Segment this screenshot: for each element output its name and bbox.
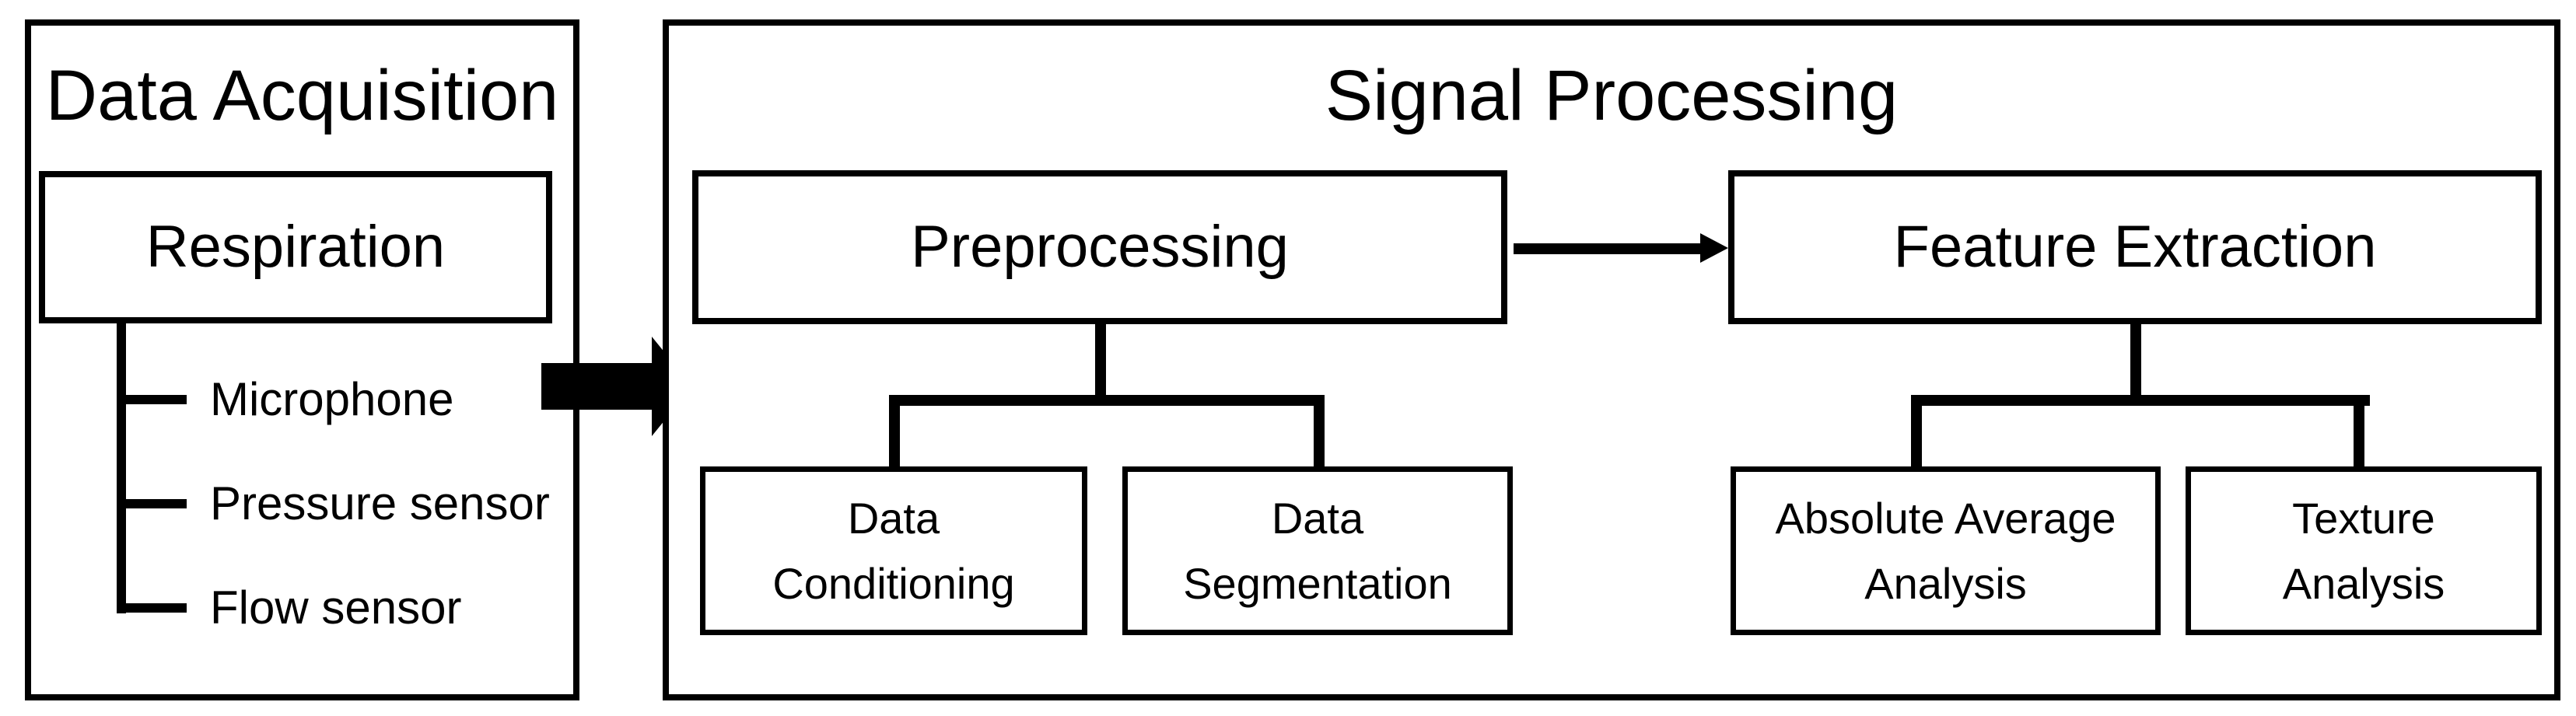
preprocessing-branch-drop-left <box>889 404 900 468</box>
feature-extraction-branch-stub <box>2130 323 2141 396</box>
data-segmentation-box: Data Segmentation <box>1122 466 1513 635</box>
data-conditioning-box: Data Conditioning <box>700 466 1087 635</box>
data-segmentation-label: Data Segmentation <box>1183 493 1452 608</box>
feature-extraction-branch-drop-right <box>2354 404 2364 468</box>
texture-analysis-label: Texture Analysis <box>2282 493 2445 608</box>
thin-right-arrow-icon <box>1514 243 1703 254</box>
texture-analysis-box: Texture Analysis <box>2186 466 2542 635</box>
preprocessing-branch-stub <box>1095 323 1106 396</box>
feature-extraction-branch-drop-left <box>1911 404 1922 468</box>
absolute-average-analysis-label: Absolute Average Analysis <box>1775 493 2116 608</box>
sensor-tree-tick <box>117 499 187 508</box>
data-acquisition-panel: Data Acquisition Respiration Microphone … <box>25 19 579 700</box>
feature-extraction-branch-bar <box>1911 395 2370 406</box>
absolute-average-analysis-box: Absolute Average Analysis <box>1731 466 2161 635</box>
sensor-tree-line <box>117 323 126 613</box>
sensor-tree-tick <box>117 395 187 404</box>
preprocessing-label: Preprocessing <box>911 214 1289 281</box>
sensor-item-pressure-sensor: Pressure sensor <box>210 477 550 529</box>
respiration-label: Respiration <box>145 214 446 281</box>
sensor-item-microphone: Microphone <box>210 373 454 425</box>
signal-processing-title: Signal Processing <box>1325 56 1899 135</box>
feature-extraction-box: Feature Extraction <box>1728 170 2542 324</box>
preprocessing-branch-drop-right <box>1314 404 1325 468</box>
signal-processing-panel: Signal Processing Preprocessing Feature … <box>663 19 2560 700</box>
data-acquisition-title: Data Acquisition <box>45 56 559 135</box>
data-conditioning-label: Data Conditioning <box>772 493 1015 608</box>
respiration-box: Respiration <box>39 171 552 323</box>
preprocessing-box: Preprocessing <box>692 170 1507 324</box>
feature-extraction-label: Feature Extraction <box>1893 214 2377 281</box>
thick-right-arrow-icon <box>541 363 652 410</box>
thin-right-arrow-head-icon <box>1700 233 1728 263</box>
sensor-tree-tick <box>117 603 187 613</box>
sensor-item-flow-sensor: Flow sensor <box>210 582 462 634</box>
preprocessing-branch-bar <box>889 395 1325 406</box>
